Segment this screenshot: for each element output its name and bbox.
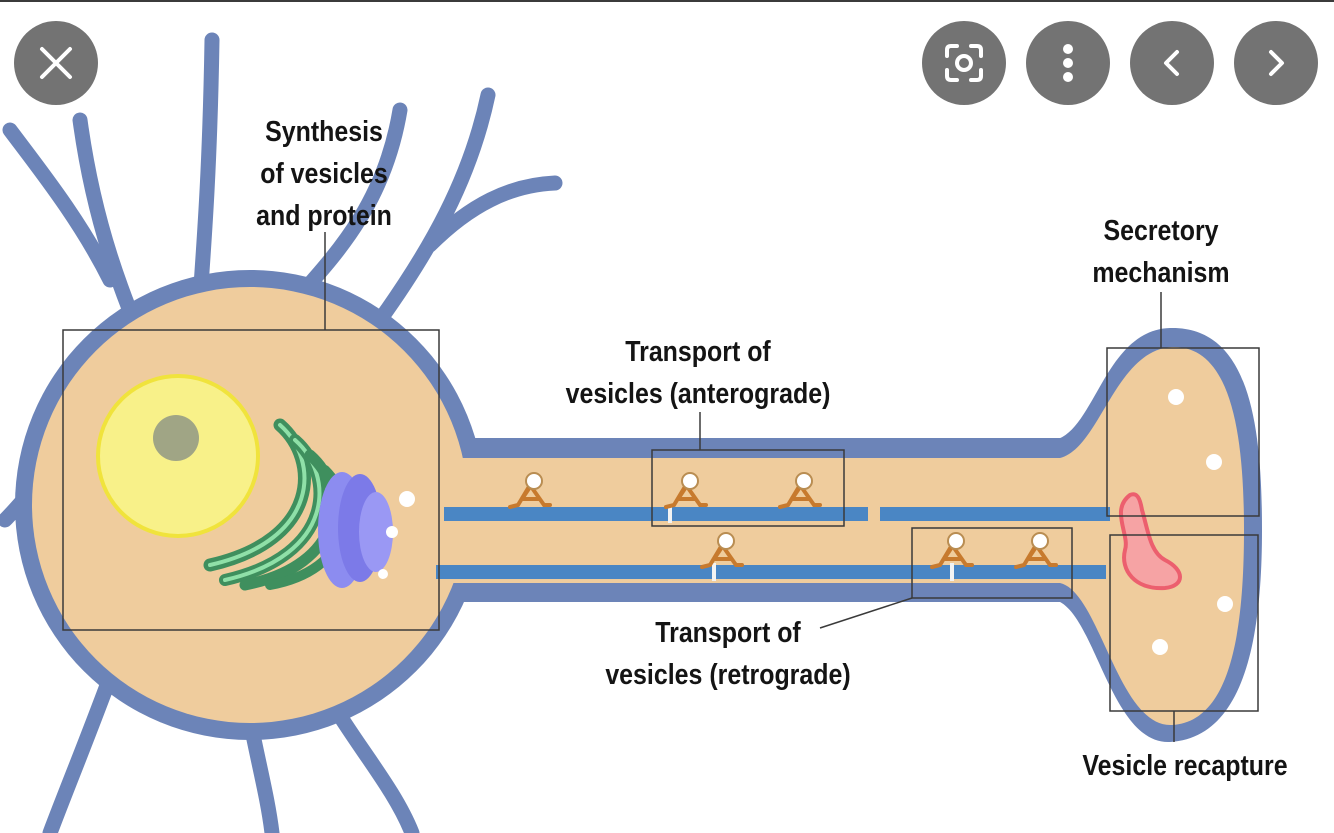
more-options-button[interactable] — [1026, 21, 1110, 105]
microtubules — [436, 505, 1110, 581]
close-icon — [40, 47, 72, 79]
dendrites — [0, 32, 563, 833]
label-anterograde: Transport of vesicles (anterograde) — [565, 336, 831, 410]
motor-proteins — [508, 472, 1058, 569]
top-divider — [0, 0, 1334, 2]
chevron-left-icon — [1164, 50, 1179, 76]
label-synthesis: Synthesis of vesicles and protein — [256, 116, 392, 232]
lens-search-icon — [945, 44, 983, 82]
cytoplasm — [32, 287, 1244, 726]
previous-button[interactable] — [1130, 21, 1214, 105]
nucleus — [96, 374, 260, 538]
label-secretory-mechanism: Secretory mechanism — [1092, 215, 1230, 289]
label-retrograde: Transport of vesicles (retrograde) — [605, 617, 851, 691]
synaptic-vesicles — [1152, 389, 1233, 655]
terminal-organelle — [1118, 492, 1182, 591]
next-button[interactable] — [1234, 21, 1318, 105]
close-button[interactable] — [14, 21, 98, 105]
more-vertical-icon — [1063, 44, 1073, 82]
annotation-boxes — [62, 232, 1260, 742]
endoplasmic-reticulum — [318, 472, 415, 588]
label-vesicle-recapture: Vesicle recapture — [1082, 750, 1288, 782]
chevron-right-icon — [1269, 50, 1284, 76]
lens-button[interactable] — [922, 21, 1006, 105]
